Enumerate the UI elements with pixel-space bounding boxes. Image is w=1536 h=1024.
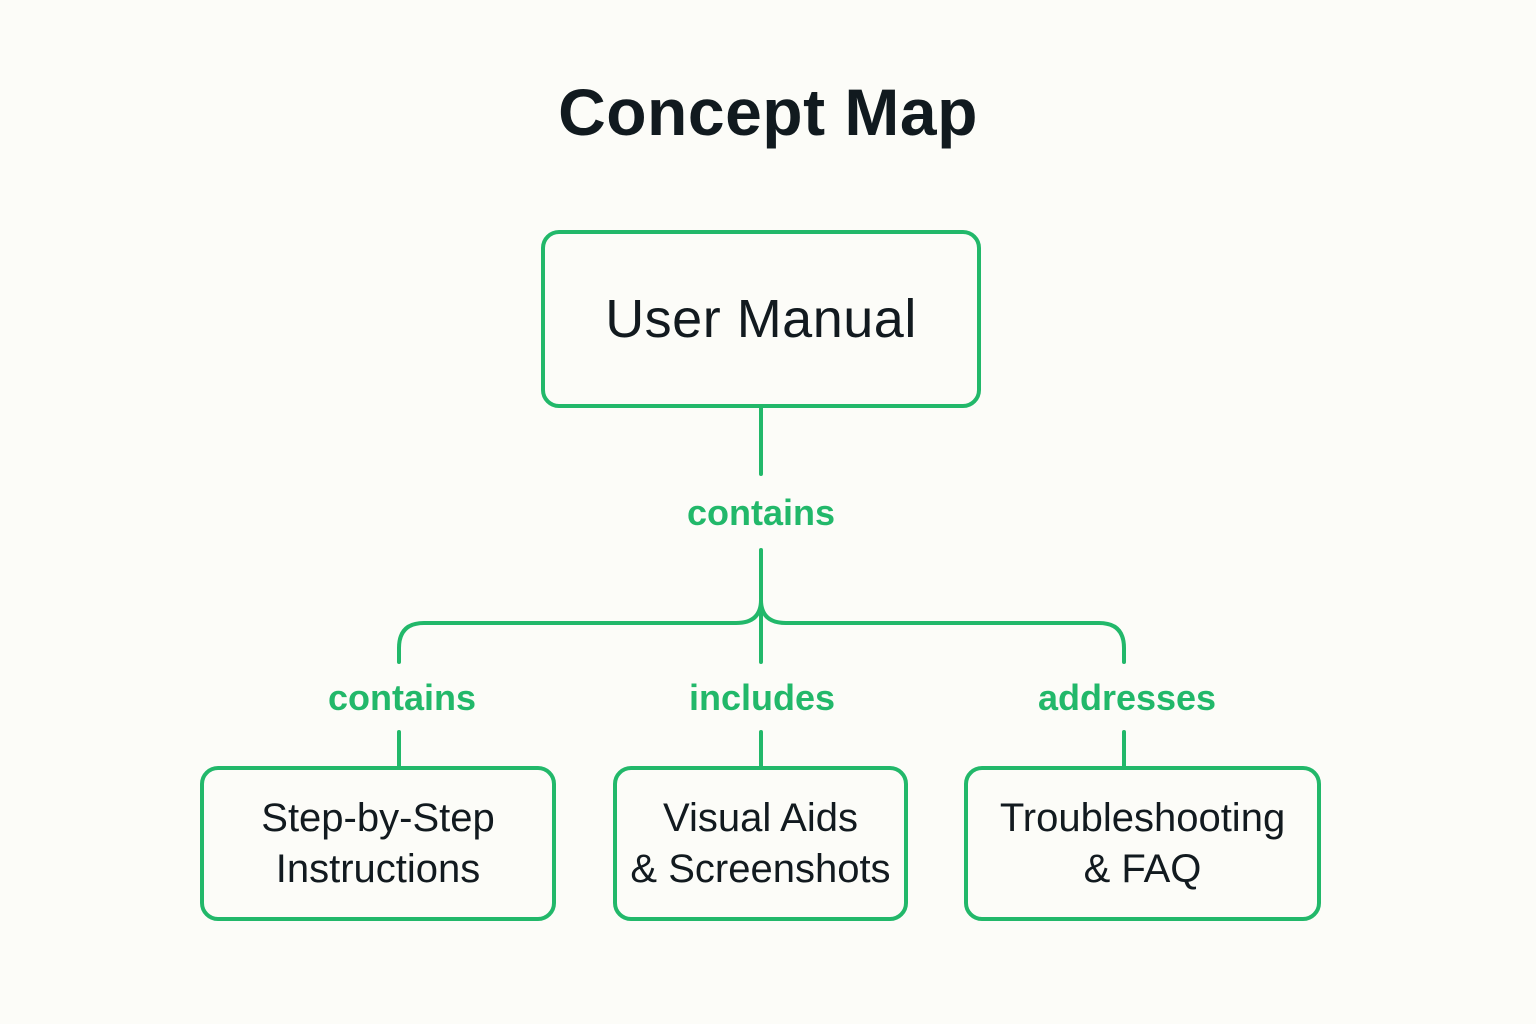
connector-branch-right: [759, 598, 1126, 664]
edge-label-root-contains: contains: [680, 491, 842, 535]
node-line: Step-by-Step: [261, 795, 495, 840]
node-user-manual: User Manual: [541, 230, 981, 408]
node-step-by-step-instructions: Step-by-Step Instructions: [200, 766, 556, 921]
edge-label-addresses: addresses: [1031, 676, 1223, 720]
node-line: Visual Aids: [663, 795, 858, 840]
node-line: & Screenshots: [630, 846, 891, 891]
node-visual-aids-screenshots: Visual Aids & Screenshots: [613, 766, 908, 921]
node-line: Instructions: [275, 846, 481, 891]
node-troubleshooting-faq: Troubleshooting & FAQ: [964, 766, 1321, 921]
diagram-title: Concept Map: [558, 75, 978, 149]
node-user-manual-label: User Manual: [605, 289, 917, 349]
edge-label-contains: contains: [321, 676, 483, 720]
edge-label-includes: includes: [682, 676, 842, 720]
node-line: & FAQ: [1083, 846, 1202, 891]
connector-branch-left: [397, 598, 763, 664]
node-line: Troubleshooting: [999, 795, 1286, 840]
